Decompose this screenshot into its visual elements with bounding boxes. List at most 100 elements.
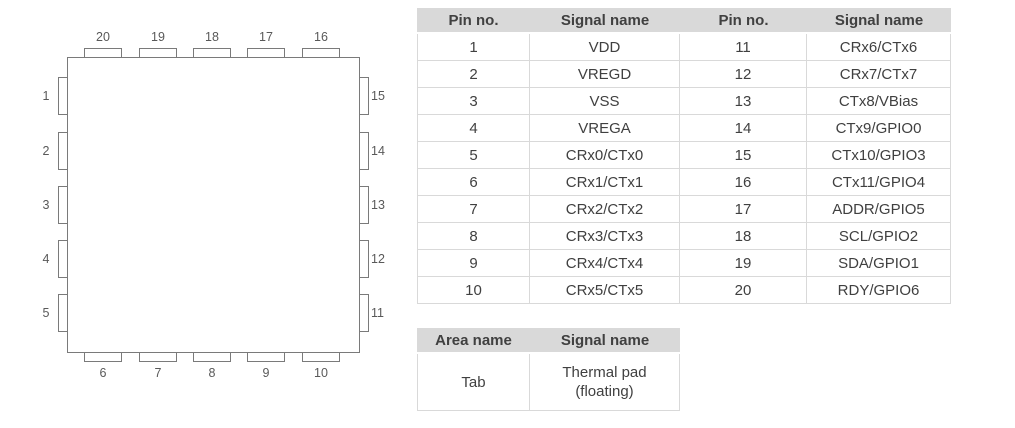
pin-10-label: 10 (314, 366, 328, 380)
table-row: 2 VREGD 12 CRx7/CTx7 (417, 61, 951, 88)
chip-body (67, 57, 360, 353)
pin-no-cell: 17 (680, 196, 807, 223)
pin-20-label: 20 (96, 30, 110, 44)
signal-name-cell: RDY/GPIO6 (807, 277, 951, 304)
pin-7-label: 7 (154, 366, 162, 380)
pin-1 (58, 77, 68, 115)
pin-no-cell: 14 (680, 115, 807, 142)
pin-14 (359, 132, 369, 170)
header-area-name: Area name (417, 328, 530, 354)
table-row: 8 CRx3/CTx3 18 SCL/GPIO2 (417, 223, 951, 250)
pin-no-cell: 5 (417, 142, 530, 169)
pin-5 (58, 294, 68, 332)
table-row: Tab Thermal pad (floating) (417, 354, 680, 411)
signal-name-cell: CTx8/VBias (807, 88, 951, 115)
pin-16 (302, 48, 340, 58)
pin-no-cell: 8 (417, 223, 530, 250)
pin-no-cell: 16 (680, 169, 807, 196)
pin-11-label: 11 (371, 306, 384, 320)
table-row: 1 VDD 11 CRx6/CTx6 (417, 34, 951, 61)
pin-15-label: 15 (371, 89, 385, 103)
pin-3 (58, 186, 68, 224)
pin-2-label: 2 (42, 144, 50, 158)
table-row: 7 CRx2/CTx2 17 ADDR/GPIO5 (417, 196, 951, 223)
table-row: 10 CRx5/CTx5 20 RDY/GPIO6 (417, 277, 951, 304)
signal-name-cell: CTx9/GPIO0 (807, 115, 951, 142)
chip-package-diagram: 20 19 18 17 16 1 2 3 4 5 15 14 13 12 11 … (0, 0, 410, 428)
pin-14-label: 14 (371, 144, 385, 158)
pin-16-label: 16 (314, 30, 328, 44)
pin-17-label: 17 (259, 30, 273, 44)
area-signal-table: Area name Signal name Tab Thermal pad (f… (417, 328, 680, 411)
pin-3-label: 3 (42, 198, 50, 212)
signal-name-cell: SCL/GPIO2 (807, 223, 951, 250)
header-signal-name-right: Signal name (807, 8, 951, 34)
signal-name-cell: SDA/GPIO1 (807, 250, 951, 277)
pin-signal-table: Pin no. Signal name Pin no. Signal name … (417, 8, 951, 304)
pin-no-cell: 10 (417, 277, 530, 304)
signal-name-cell: CRx4/CTx4 (530, 250, 680, 277)
pin-no-cell: 12 (680, 61, 807, 88)
signal-name-cell: VDD (530, 34, 680, 61)
table-header-row: Area name Signal name (417, 328, 680, 354)
pin-no-cell: 9 (417, 250, 530, 277)
signal-name-cell: VREGA (530, 115, 680, 142)
pin-1-label: 1 (42, 89, 50, 103)
signal-name-cell: CRx1/CTx1 (530, 169, 680, 196)
pin-8 (193, 352, 231, 362)
pin-9 (247, 352, 285, 362)
pin-20 (84, 48, 122, 58)
table-row: 3 VSS 13 CTx8/VBias (417, 88, 951, 115)
signal-name-cell: Thermal pad (floating) (530, 354, 680, 411)
pin-no-cell: 20 (680, 277, 807, 304)
signal-name-cell: CRx7/CTx7 (807, 61, 951, 88)
pin-4-label: 4 (42, 252, 50, 266)
signal-name-cell: CRx3/CTx3 (530, 223, 680, 250)
pin-10 (302, 352, 340, 362)
pin-no-cell: 11 (680, 34, 807, 61)
pin-6-label: 6 (99, 366, 107, 380)
signal-name-cell: CRx0/CTx0 (530, 142, 680, 169)
pin-15 (359, 77, 369, 115)
area-name-cell: Tab (417, 354, 530, 411)
signal-name-cell: CTx10/GPIO3 (807, 142, 951, 169)
pin-no-cell: 19 (680, 250, 807, 277)
pin-no-cell: 4 (417, 115, 530, 142)
header-signal-name: Signal name (530, 328, 680, 354)
signal-name-cell: CRx2/CTx2 (530, 196, 680, 223)
table-row: 6 CRx1/CTx1 16 CTx11/GPIO4 (417, 169, 951, 196)
signal-name-cell: CTx11/GPIO4 (807, 169, 951, 196)
signal-name-cell: VSS (530, 88, 680, 115)
pin-no-cell: 18 (680, 223, 807, 250)
signal-name-cell: CRx6/CTx6 (807, 34, 951, 61)
pin-11 (359, 294, 369, 332)
pin-13 (359, 186, 369, 224)
pin-no-cell: 6 (417, 169, 530, 196)
pin-12 (359, 240, 369, 278)
pin-no-cell: 2 (417, 61, 530, 88)
pin-no-cell: 13 (680, 88, 807, 115)
pin-18 (193, 48, 231, 58)
header-pin-no-right: Pin no. (680, 8, 807, 34)
pin-no-cell: 7 (417, 196, 530, 223)
table-row: 5 CRx0/CTx0 15 CTx10/GPIO3 (417, 142, 951, 169)
header-signal-name-left: Signal name (530, 8, 680, 34)
pin-no-cell: 1 (417, 34, 530, 61)
pin-13-label: 13 (371, 198, 385, 212)
table-row: 9 CRx4/CTx4 19 SDA/GPIO1 (417, 250, 951, 277)
pin-19-label: 19 (151, 30, 165, 44)
pin-6 (84, 352, 122, 362)
signal-name-cell: ADDR/GPIO5 (807, 196, 951, 223)
pin-9-label: 9 (262, 366, 270, 380)
table-header-row: Pin no. Signal name Pin no. Signal name (417, 8, 951, 34)
pin-5-label: 5 (42, 306, 50, 320)
table-row: 4 VREGA 14 CTx9/GPIO0 (417, 115, 951, 142)
pin-4 (58, 240, 68, 278)
header-pin-no-left: Pin no. (417, 8, 530, 34)
pin-no-cell: 15 (680, 142, 807, 169)
pin-12-label: 12 (371, 252, 385, 266)
signal-name-cell: VREGD (530, 61, 680, 88)
pin-7 (139, 352, 177, 362)
pin-17 (247, 48, 285, 58)
